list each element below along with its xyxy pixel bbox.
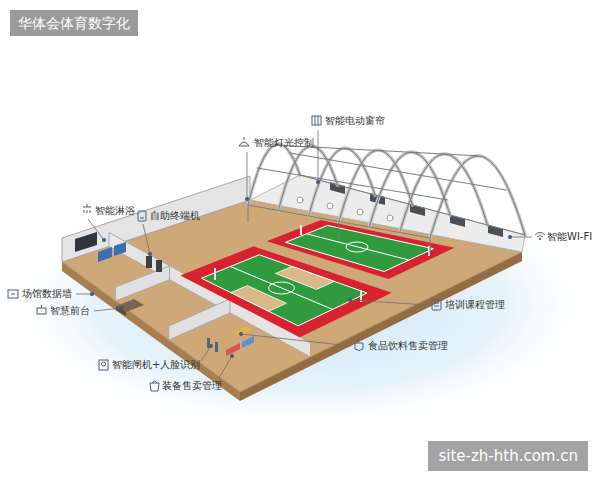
callout-label: 培训课程管理 [445, 299, 505, 311]
callout-label: 智能淋浴 [95, 205, 135, 217]
callout-label: 装备售卖管理 [162, 380, 222, 392]
callout-label: 智能WI-FI [547, 231, 592, 243]
callout-label: 食品饮料售卖管理 [368, 340, 448, 352]
watermark: site-zh-hth.com.cn [428, 441, 588, 471]
basketball-courts [180, 220, 454, 337]
leader-lines [76, 130, 532, 378]
title-banner: 华体会体育数字化 [10, 10, 138, 36]
label-icons [8, 116, 545, 391]
leader-dots [90, 180, 512, 358]
blue-glow [5, 180, 595, 430]
arched-roof [248, 144, 525, 254]
callout-label: 智能灯光控制 [254, 137, 314, 149]
callout-label: 智能电动窗帘 [325, 115, 385, 127]
callout-label: 场馆数据墙 [22, 288, 72, 300]
callout-label: 智慧前台 [50, 305, 90, 317]
callout-label: 自助终端机 [150, 210, 200, 222]
callout-label: 智能闸机+人脸识别 [112, 359, 200, 371]
